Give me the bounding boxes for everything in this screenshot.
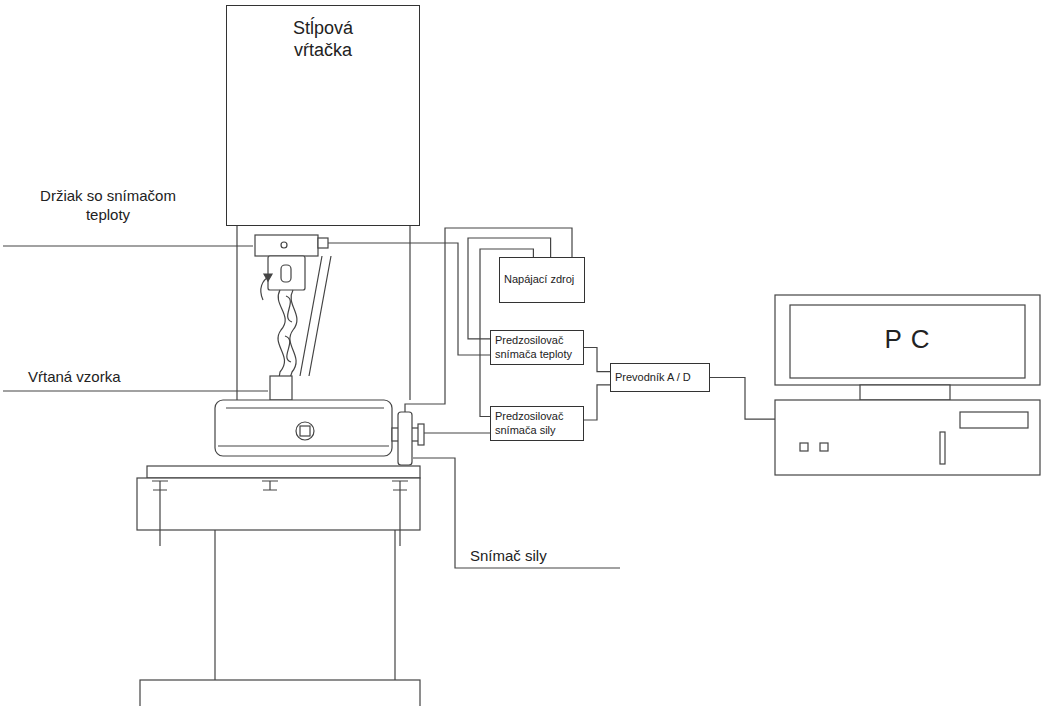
rod-end — [418, 424, 424, 445]
drill-bit — [278, 290, 285, 378]
temperature-sensor — [318, 238, 328, 248]
drive-slot — [940, 432, 945, 464]
bolt-line — [159, 490, 160, 546]
t-slot — [152, 481, 168, 490]
node-text: Predzosilovač snímača sily — [495, 410, 579, 436]
monitor — [775, 295, 1040, 385]
sensor-band — [300, 256, 331, 376]
force-wire — [424, 432, 490, 433]
t-slot — [262, 481, 278, 490]
signal-wire — [584, 348, 610, 372]
base — [140, 680, 420, 706]
power-supply-box: Napájací zdroj — [499, 257, 585, 303]
arrow-head — [264, 274, 272, 281]
preamp-box: Predzosilovač snímača teploty — [490, 330, 584, 365]
button — [820, 443, 828, 451]
bolt-line — [399, 490, 400, 546]
monitor-stand — [860, 385, 950, 400]
button — [800, 443, 808, 451]
node-text: Stĺpová vŕtačka — [276, 18, 371, 61]
holder — [255, 235, 318, 256]
drill-bit — [290, 290, 297, 378]
frame-line — [409, 226, 410, 400]
node-text: Predzosilovač snímača teploty — [495, 334, 579, 360]
leader-line — [413, 458, 620, 568]
part-label: Vŕtaná vzorka — [28, 368, 178, 387]
drill-press-head: Stĺpová vŕtačka — [226, 5, 420, 226]
force-sensor — [398, 412, 412, 465]
converter-box: Prevodník A / D — [610, 363, 710, 392]
vise-screw — [296, 422, 314, 440]
drill-flute — [285, 296, 292, 362]
holder-screw — [281, 242, 287, 248]
frame-line — [236, 226, 237, 400]
drive-bay — [960, 412, 1028, 428]
signal-wire — [584, 385, 610, 420]
sample — [270, 376, 292, 400]
column — [214, 530, 215, 680]
node-text: Prevodník A / D — [615, 371, 705, 384]
computer-case — [775, 400, 1040, 475]
table — [147, 466, 420, 478]
t-slot — [392, 481, 408, 490]
vise-plate — [218, 445, 389, 446]
chuck — [268, 256, 305, 290]
computer: P C — [775, 295, 1040, 475]
part-label: Snímač sily — [470, 547, 610, 566]
vise-plate — [226, 407, 384, 408]
vise-screw — [300, 426, 310, 436]
part-label: Držiak so snímačom teploty — [18, 187, 198, 225]
chuck-key — [281, 265, 291, 282]
leader-line — [3, 245, 253, 246]
node-text: Napájací zdroj — [504, 273, 580, 286]
signal-wire — [710, 378, 775, 420]
vise — [215, 400, 392, 456]
preamp-box: Predzosilovač snímača sily — [490, 406, 584, 441]
column — [394, 530, 395, 680]
node-text: P C — [775, 324, 1040, 355]
leader-line — [3, 390, 268, 391]
power-wire — [405, 228, 572, 412]
table-base — [137, 478, 420, 530]
temperature-wire — [328, 243, 490, 355]
